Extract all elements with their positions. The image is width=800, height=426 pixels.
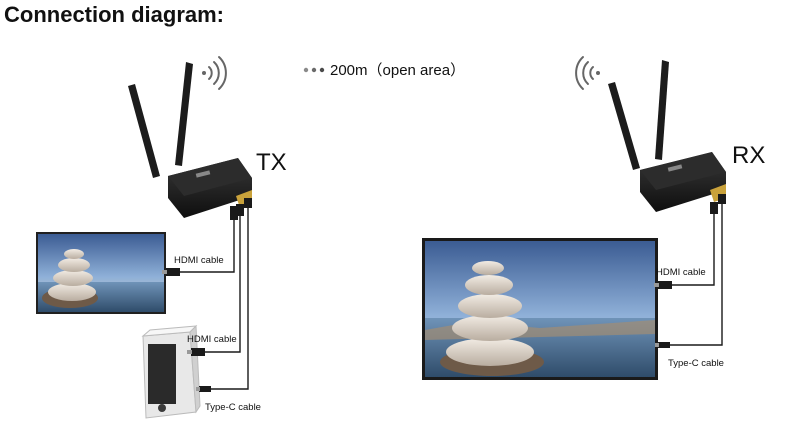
antenna-icon	[655, 60, 669, 160]
rx-typec-label: Type-C cable	[668, 358, 724, 369]
rx-hdmi-label: HDMI cable	[656, 267, 706, 278]
hdmi-plug-icon	[191, 348, 205, 356]
usb-c-plug-icon	[658, 342, 670, 348]
wifi-signal-out-icon	[202, 57, 226, 89]
typec-cable-line	[211, 200, 248, 389]
hdmi-plug-icon	[658, 281, 672, 289]
wifi-signal-in-icon	[576, 57, 600, 89]
distance-indicator: 200m（open area）	[304, 62, 465, 79]
hdmi-plug-icon	[166, 268, 180, 276]
antenna-icon	[128, 84, 160, 178]
dot-icon	[312, 68, 316, 72]
dot-icon	[320, 68, 324, 72]
rx-display	[422, 238, 658, 380]
dot-icon	[304, 68, 308, 72]
diagram-title: Connection diagram:	[4, 2, 224, 27]
tx-hdmi-display-label: HDMI cable	[174, 255, 224, 266]
tx-antennas	[128, 62, 193, 178]
antenna-icon	[608, 82, 640, 170]
tx-label: TX	[256, 149, 287, 176]
tx-typec-label: Type-C cable	[205, 402, 261, 413]
tx-display	[36, 232, 166, 314]
rx-label: RX	[732, 142, 765, 169]
antenna-icon	[175, 62, 193, 166]
rx-antennas	[608, 60, 669, 170]
hdmi-cable-line	[205, 206, 240, 352]
distance-label: 200m（open area）	[330, 62, 465, 79]
usb-c-plug-icon	[199, 386, 211, 392]
tx-hdmi-source-label: HDMI cable	[187, 334, 237, 345]
